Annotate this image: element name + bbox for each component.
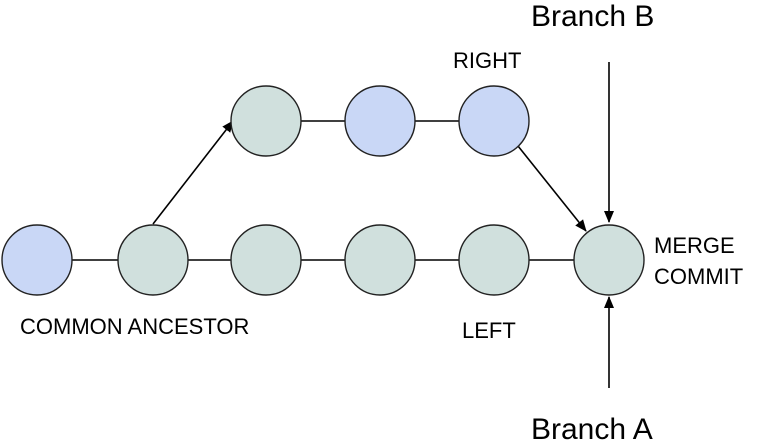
left-label: LEFT	[462, 318, 516, 343]
merge-label-line1: MERGE	[654, 233, 735, 258]
common-ancestor-label: COMMON ANCESTOR	[20, 314, 249, 339]
arrow-right-to-merge	[517, 145, 587, 232]
commit-node-left-3	[458, 224, 530, 296]
commit-node-right-3	[458, 85, 530, 157]
branch-a-label: Branch A	[531, 413, 653, 444]
arrow-branch-out	[152, 120, 234, 225]
commit-node-right-1	[230, 85, 302, 157]
right-label: RIGHT	[453, 48, 521, 73]
commit-node-right-2	[344, 85, 416, 157]
branch-b-label: Branch B	[531, 0, 654, 33]
merge-label-line2: COMMIT	[654, 264, 743, 289]
commit-node-merge-commit	[573, 224, 645, 296]
commit-node-common-ancestor-parent	[1, 224, 73, 296]
commit-node-left-2	[344, 224, 416, 296]
commit-node-left-1	[230, 224, 302, 296]
commit-node-common-ancestor	[117, 224, 189, 296]
